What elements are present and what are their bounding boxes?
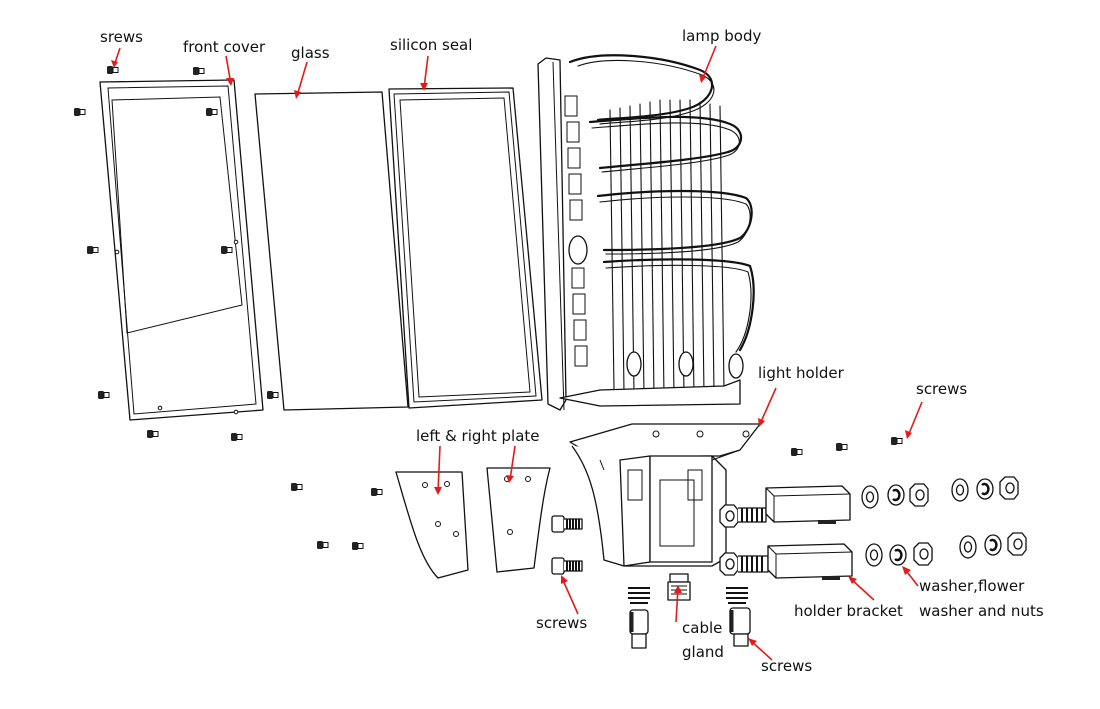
holder-bracket-upper [719,485,851,528]
label-washer-flower: washer,flower [919,577,1025,595]
label-screws-left: screws [536,614,587,632]
label-silicon-seal: silicon seal [390,36,472,54]
washers-and-nuts [861,476,1027,567]
side-bolts [551,515,583,575]
label-srews: srews [100,28,143,46]
leader-arrows [111,45,923,661]
spring-washers [628,587,748,604]
silicon-seal [388,87,543,409]
bottom-screws [629,607,751,649]
label-gland: gland [682,643,724,661]
front-cover [99,79,264,421]
label-cable: cable [682,619,722,637]
left-plate [395,471,469,579]
plate-screws [290,482,383,551]
right-plate [486,467,551,573]
label-left-right-plate: left & right plate [416,427,540,445]
label-glass: glass [291,44,330,62]
label-screws-bottom: screws [761,657,812,675]
label-lamp-body: lamp body [682,27,761,45]
lamp-body [537,54,755,411]
label-washer-and-nuts: washer and nuts [919,602,1044,620]
holder-bracket-lower [719,543,853,580]
label-screws-top: screws [916,380,967,398]
labels: srews front cover glass silicon seal lam… [100,27,1044,675]
label-front-cover: front cover [183,38,266,56]
glass-panel [254,91,409,411]
light-holder [569,423,761,567]
upper-screws [790,436,903,457]
label-light-holder: light holder [758,364,845,382]
label-holder-bracket: holder bracket [794,602,903,620]
